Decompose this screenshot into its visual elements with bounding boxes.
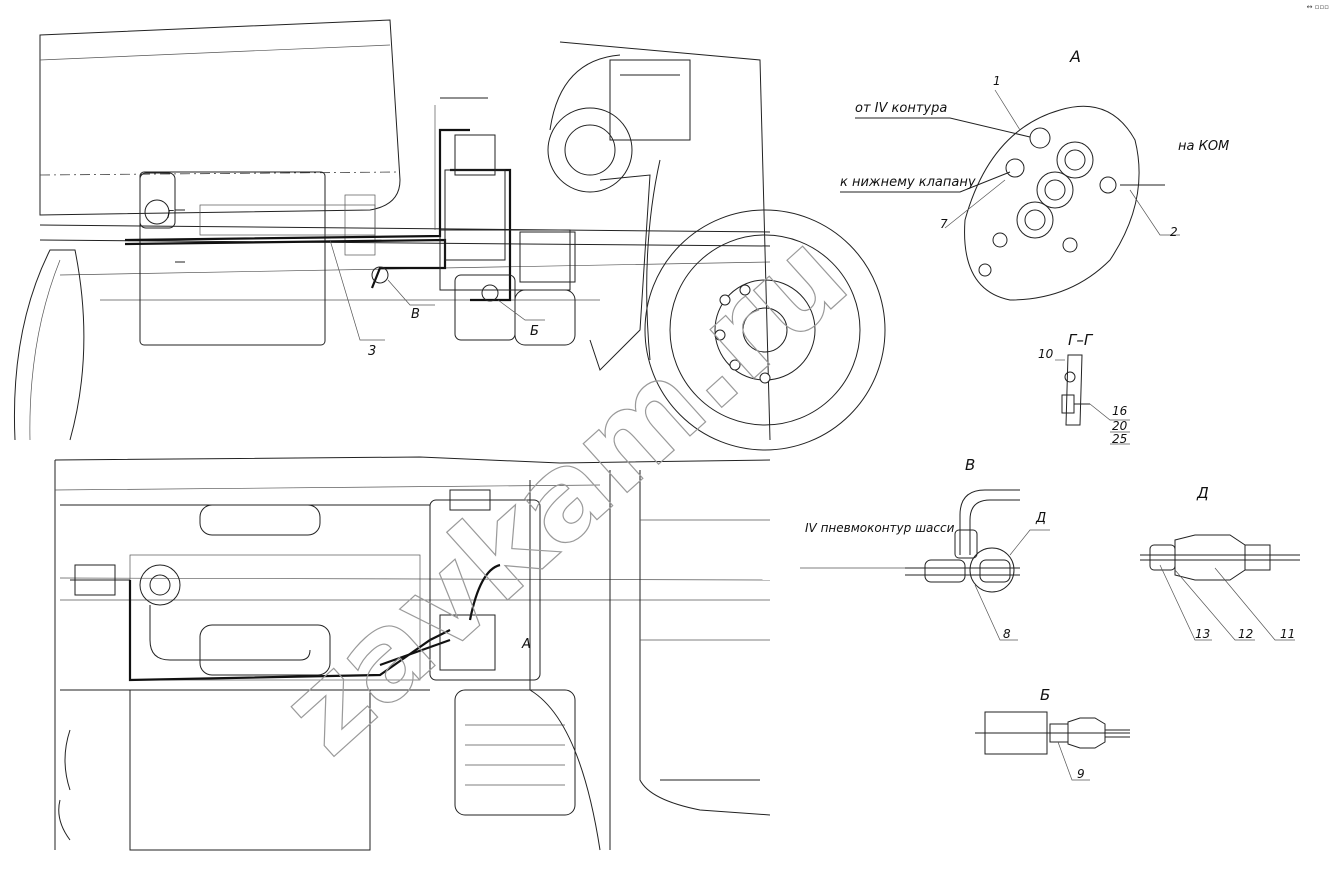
side-view xyxy=(13,19,886,451)
callout-10: 10 xyxy=(1038,347,1054,361)
view-a-title: А xyxy=(1069,47,1081,66)
label-to-lower-valve: к нижнему клапану xyxy=(840,175,976,190)
view-b-title: Б xyxy=(1040,686,1050,704)
view-v-title: В xyxy=(965,456,975,474)
view-a xyxy=(840,89,1180,301)
callout-20: 20 xyxy=(1112,419,1128,433)
view-d xyxy=(1140,534,1300,641)
view-d-title: Д xyxy=(1196,484,1209,502)
callout-13: 13 xyxy=(1195,627,1210,641)
callout-9: 9 xyxy=(1077,767,1085,781)
callout-a-main: А xyxy=(521,637,531,652)
corner-toolbar[interactable]: ↔ ▫▫▫ xyxy=(1306,3,1329,11)
callout-8: 8 xyxy=(1003,627,1011,641)
watermark-text: zavkam.ru xyxy=(256,206,873,781)
section-mark-g-main: Г xyxy=(167,208,174,221)
callout-d-in-v: Д xyxy=(1035,511,1046,526)
view-b xyxy=(975,711,1130,781)
section-g-g-title: Г–Г xyxy=(1068,331,1094,349)
callout-25: 25 xyxy=(1112,432,1127,446)
view-v xyxy=(800,489,1050,641)
label-to-pto: на КОМ xyxy=(1178,139,1229,154)
callout-7: 7 xyxy=(940,217,948,231)
callout-b-main: Б xyxy=(530,324,539,339)
callout-12: 12 xyxy=(1238,627,1253,641)
plan-view xyxy=(54,456,771,851)
callout-16: 16 xyxy=(1112,404,1128,418)
callout-3-main: 3 xyxy=(368,344,376,359)
label-from-circuit-iv: от IV контура xyxy=(855,101,947,116)
callout-1: 1 xyxy=(993,74,1001,88)
section-g-g xyxy=(1055,354,1130,445)
callout-11: 11 xyxy=(1280,627,1295,641)
callout-v-main: В xyxy=(411,307,420,322)
callout-2: 2 xyxy=(1170,225,1178,239)
label-circuit-iv-chassis: IV пневмоконтур шасси xyxy=(805,521,955,535)
